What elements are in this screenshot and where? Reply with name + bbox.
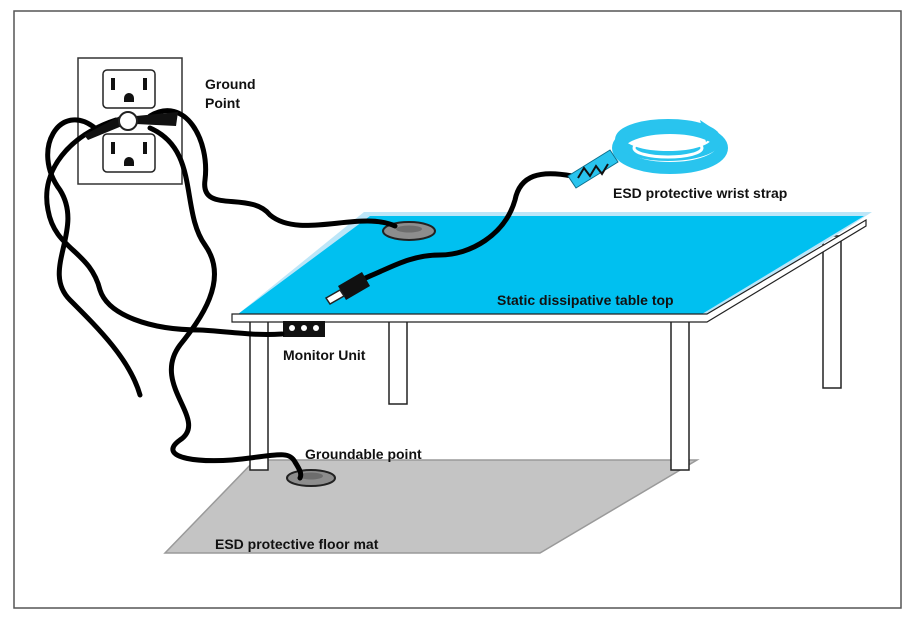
alligator-clip-icon: [84, 111, 178, 140]
banana-plug-icon: [324, 272, 370, 305]
monitor-unit-icon: [283, 321, 325, 337]
floor-mat-label: ESD protective floor mat: [215, 536, 379, 552]
wrist-strap-label: ESD protective wrist strap: [613, 185, 787, 201]
grounding-snap-icon: [286, 469, 336, 487]
groundable-point-label: Groundable point: [305, 446, 422, 462]
ground-point-label-line2: Point: [205, 95, 240, 111]
wrist-strap-icon: [567, 119, 728, 189]
ground-point-label-line1: Ground: [205, 76, 256, 92]
table-top-label: Static dissipative table top: [497, 292, 674, 308]
table-legs: [249, 235, 842, 471]
monitor-unit-label: Monitor Unit: [283, 347, 366, 363]
